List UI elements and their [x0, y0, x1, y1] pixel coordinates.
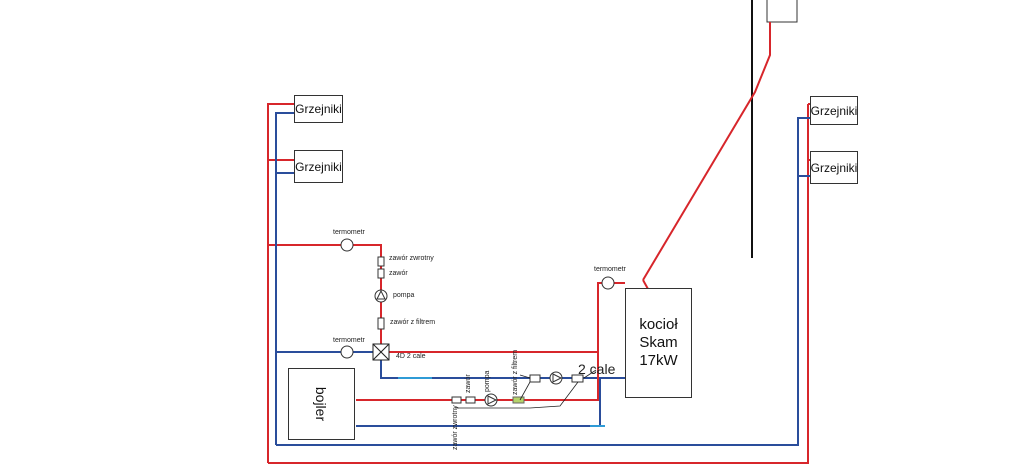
pump-v-arrow	[376, 289, 386, 300]
label-filter-valve-v: zawór z filtrem	[390, 319, 436, 326]
mixer-cross-2	[372, 343, 390, 361]
label-check-valve-h: zawór zwrotny	[452, 405, 459, 450]
valve-v	[377, 268, 385, 279]
label-thermometer-mid: termometr	[333, 337, 365, 344]
boiler-model: Skam	[639, 334, 678, 351]
boiler: kocioł Skam 17kW	[625, 288, 692, 398]
radiator-left-top: Grzejniki	[294, 95, 343, 123]
leader-bypass	[519, 374, 531, 379]
label-valve-v: zawór	[389, 270, 408, 277]
flue-to-boiler	[642, 279, 649, 290]
radiator-right-bottom: Grzejniki	[810, 151, 858, 184]
chimney-box	[766, 0, 798, 23]
pump-h-arrow	[487, 395, 498, 405]
boiler-supply	[597, 282, 625, 352]
bypass-pump-arrow	[552, 373, 563, 383]
left-supply-riser	[267, 103, 294, 463]
thermometer-top	[340, 238, 354, 252]
leader-2cale	[455, 381, 579, 409]
label-pump-h: pompa	[484, 370, 491, 392]
tank-supply	[356, 352, 599, 401]
boiler-power: 17kW	[639, 352, 678, 369]
leader-2cale-label	[583, 369, 597, 379]
radiator-left-bottom: Grzejniki	[294, 150, 343, 183]
label-valve-h: zawór	[465, 374, 472, 393]
label-thermometer-boiler: termometr	[594, 266, 626, 273]
label-check-valve-v: zawór zwrotny	[389, 255, 434, 262]
left-return-riser	[275, 112, 294, 445]
label-thermometer-top: termometr	[333, 229, 365, 236]
filter-valve-v	[377, 317, 385, 330]
label-mixer: 4D 2 cale	[396, 353, 426, 360]
left-supply-main	[268, 244, 382, 348]
check-valve-v	[377, 256, 385, 267]
boiler-name: kocioł	[639, 316, 678, 333]
thermometer-boiler	[601, 276, 615, 290]
bypass-valve-1	[529, 374, 541, 383]
radiator-right-top: Grzejniki	[810, 96, 858, 125]
leader-filter	[519, 381, 531, 401]
radiator-label: Grzejniki	[295, 159, 342, 174]
tank-label: bojler	[313, 386, 330, 422]
flue-pipe	[642, 22, 771, 281]
label-pipe-size: 2 cale	[578, 361, 616, 377]
thermometer-mid	[340, 345, 354, 359]
valve-h	[465, 396, 476, 404]
label-pump-v: pompa	[393, 292, 415, 299]
hot-water-tank: bojler	[288, 368, 355, 440]
filter-valve-h	[512, 396, 525, 404]
check-valve-h	[451, 396, 462, 404]
radiator-label: Grzejniki	[810, 103, 858, 118]
mixer-return	[380, 358, 625, 379]
radiator-label: Grzejniki	[810, 160, 858, 175]
radiator-label: Grzejniki	[295, 102, 342, 116]
label-filter-valve-h: zawór z filtrem	[512, 349, 519, 395]
